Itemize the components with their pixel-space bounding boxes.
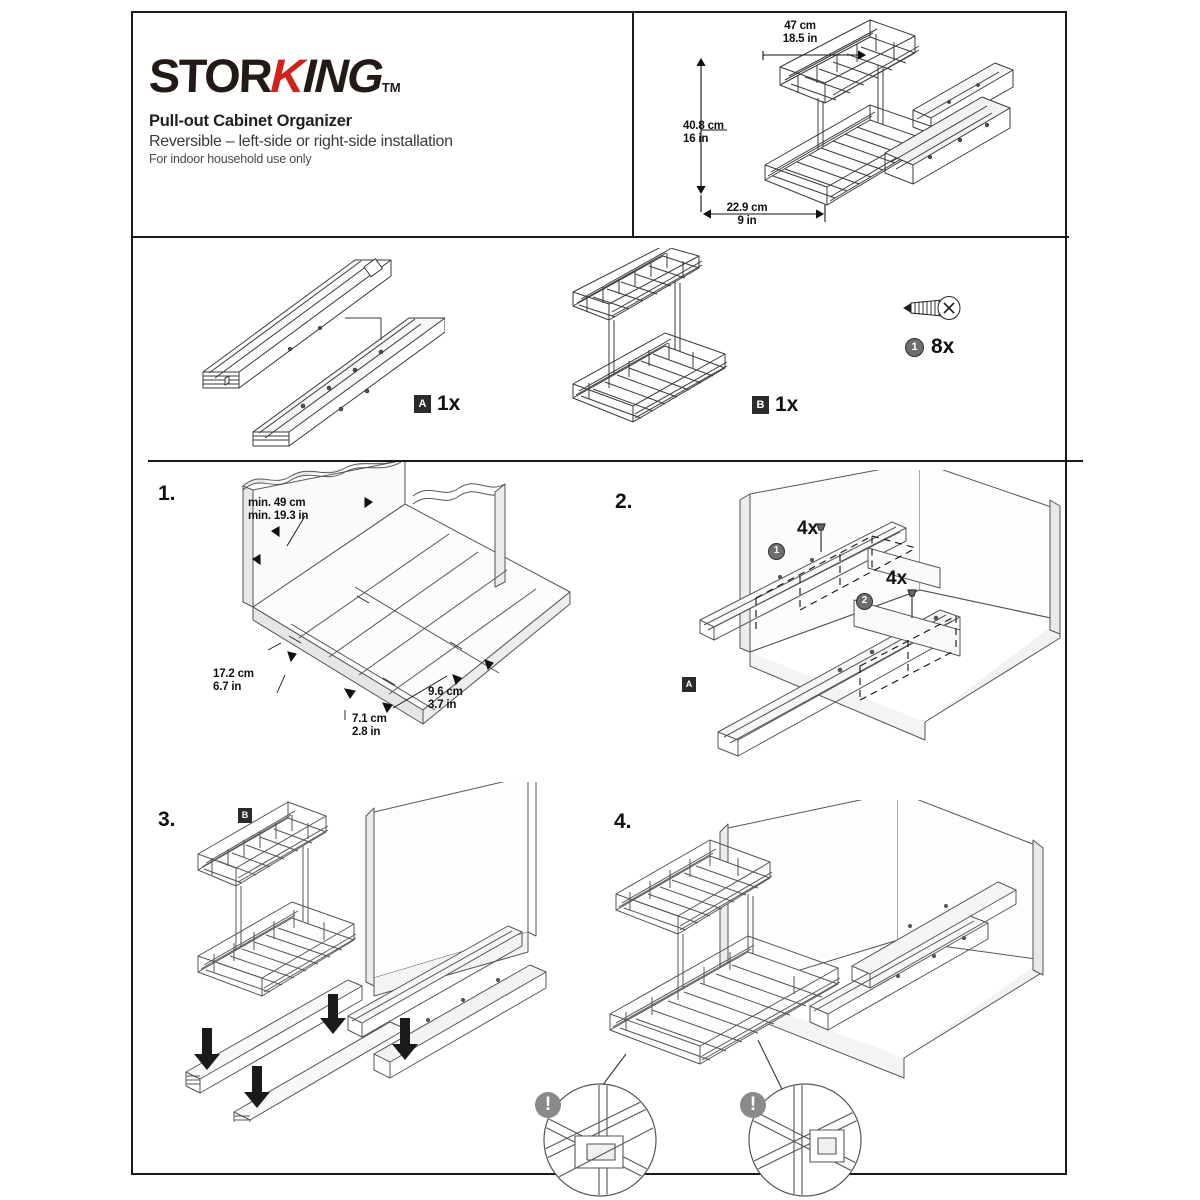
step-3-part-tag-b: B (238, 807, 252, 825)
header-vertical-divider (632, 11, 634, 237)
step-4-callout-left (535, 1082, 665, 1200)
step-2-part-tag-a: A (682, 676, 696, 694)
parts-steps-divider (148, 460, 1083, 462)
step-2-fastener-1-count: 4x (797, 518, 819, 539)
header-horizontal-divider (131, 236, 1069, 238)
step-2-illustration (640, 470, 1070, 770)
logo-text-stor: STOR (148, 49, 272, 102)
part-a-quantity: A 1x (414, 392, 460, 416)
step-1-illustration (195, 462, 595, 732)
step-4-illustration (598, 800, 1058, 1130)
product-title: Pull-out Cabinet Organizer (149, 112, 352, 130)
screw-count: 8x (931, 335, 955, 358)
part-a-count: 1x (437, 392, 461, 415)
dimension-depth-label: 22.9 cm 9 in (726, 202, 768, 228)
step-3-number: 3. (158, 808, 176, 831)
part-a-tag: A (414, 395, 431, 414)
step-1-front-offset-label: 7.1 cm 2.8 in (352, 713, 387, 739)
step-3-illustration (178, 782, 578, 1122)
step-2-fastener-2-count: 4x (886, 568, 908, 589)
step-1-number: 1. (158, 482, 176, 505)
part-b-tag: B (752, 396, 769, 415)
part-a-illustration (195, 252, 445, 447)
step-1-cabinet-width-label: min. 49 cm min. 19.3 in (248, 497, 309, 523)
part-b-quantity: B 1x (752, 393, 798, 417)
step-2-number: 2. (615, 490, 633, 513)
dimension-width-label: 47 cm 18.5 in (782, 20, 818, 46)
dimension-height-label: 40.8 cm 16 in (683, 120, 724, 146)
step-4-callout-right-warning-badge: ! (740, 1092, 766, 1118)
step-2-fastener-1-badge: 1 (768, 543, 785, 561)
step-1-side-offset-label: 17.2 cm 6.7 in (213, 668, 254, 694)
screw-id-badge: 1 (905, 337, 924, 357)
product-subtitle: Reversible – left-side or right-side ins… (149, 133, 453, 150)
step-4-callout-left-warning-badge: ! (535, 1092, 561, 1118)
part-b-count: 1x (775, 393, 799, 416)
storking-logo: STORKINGTM (148, 49, 610, 102)
screw-icon (898, 290, 968, 326)
brand-block: STORKINGTM Pull-out Cabinet Organizer Re… (148, 49, 610, 166)
step-1-spacing-label: 9.6 cm 3.7 in (428, 686, 463, 712)
logo-text-ing: ING (302, 49, 384, 102)
step-4-number: 4. (614, 810, 632, 833)
part-b-illustration (565, 248, 765, 438)
product-usage-note: For indoor household use only (149, 152, 312, 166)
step-2-fastener-2-badge: 2 (856, 593, 873, 611)
step-4-callout-right (740, 1082, 870, 1200)
product-dimension-illustration (665, 15, 1060, 230)
logo-text-k: K (269, 49, 305, 102)
screw-quantity: 1 8x (905, 335, 954, 359)
trademark-symbol: TM (381, 80, 401, 95)
